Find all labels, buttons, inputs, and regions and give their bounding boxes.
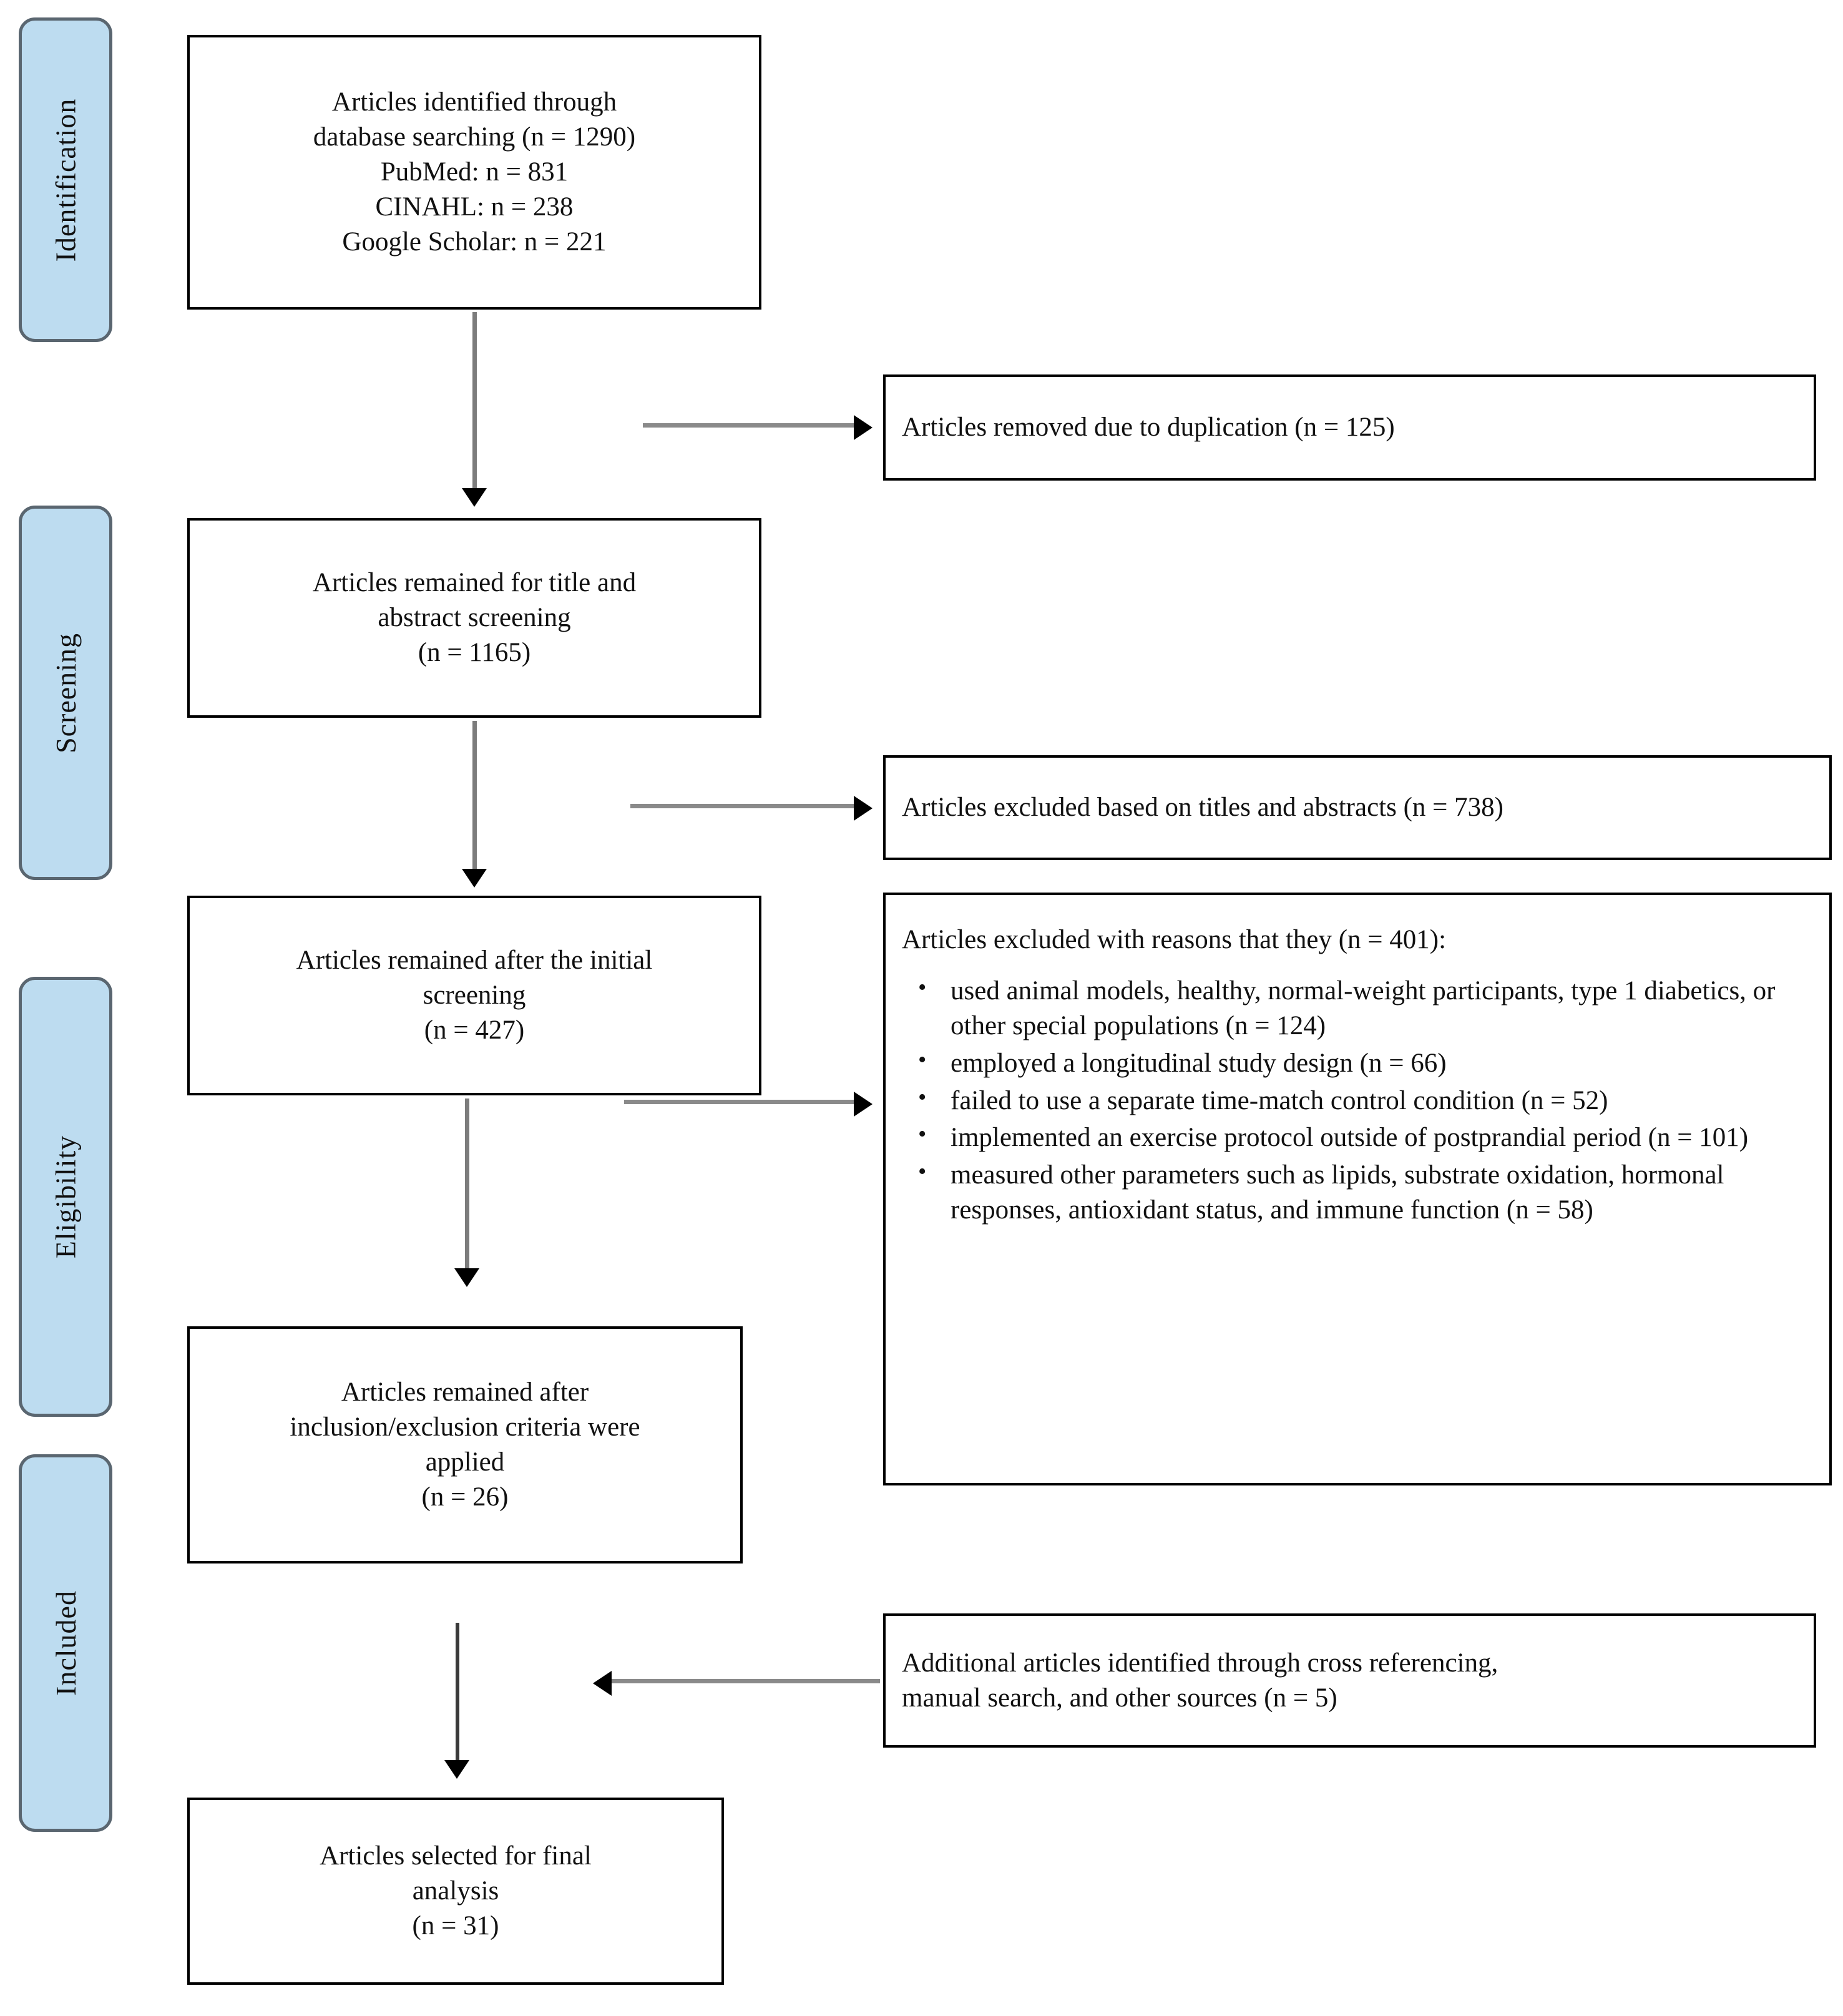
box-excluded-titles-abstracts: Articles excluded based on titles and ab… [883, 755, 1832, 860]
box-additional-articles: Additional articles identified through c… [883, 1613, 1816, 1748]
box-after-criteria-applied: Articles remained after inclusion/exclus… [187, 1326, 743, 1563]
stage-label-screening: Screening [49, 632, 82, 753]
connector-additional-into-flow [612, 1679, 880, 1683]
arrowhead-down-to-screening [462, 488, 487, 507]
arrowhead-down-to-final [444, 1760, 469, 1779]
arrowhead-right-to-duplicates [854, 415, 873, 440]
exclusion-reasons-list: used animal models, healthy, normal-weig… [886, 972, 1829, 1230]
box-title-abstract-screening: Articles remained for title and abstract… [187, 518, 761, 718]
connector-to-excluded-reasons [624, 1100, 858, 1104]
connector-initial-to-criteria [465, 1099, 469, 1273]
stage-label-included: Included [49, 1590, 82, 1696]
stage-included: Included [19, 1454, 112, 1832]
arrowhead-right-to-excluded-reasons [854, 1092, 873, 1117]
box-final-analysis-text: Articles selected for final analysis (n … [320, 1841, 592, 1940]
stage-identification: Identification [19, 17, 112, 342]
box-after-initial-screening-text: Articles remained after the initial scre… [296, 946, 653, 1045]
connector-to-duplicates-removed [643, 423, 858, 428]
box-duplicates-removed: Articles removed due to duplication (n =… [883, 374, 1816, 481]
stage-label-identification: Identification [49, 98, 82, 262]
box-duplicates-removed-text: Articles removed due to duplication (n =… [902, 413, 1395, 443]
box-final-analysis: Articles selected for final analysis (n … [187, 1798, 724, 1985]
connector-screening-to-initial [472, 721, 477, 874]
list-item: measured other parameters such as lipids… [918, 1157, 1813, 1228]
box-additional-articles-text: Additional articles identified through c… [902, 1648, 1498, 1713]
box-articles-identified-text: Articles identified through database sea… [313, 87, 636, 257]
box-after-initial-screening: Articles remained after the initial scre… [187, 896, 761, 1095]
stage-label-eligibility: Eligibility [49, 1135, 82, 1259]
arrowhead-down-to-initial [462, 869, 487, 888]
connector-to-excluded-titles [630, 804, 858, 808]
box-articles-identified: Articles identified through database sea… [187, 35, 761, 310]
connector-identified-to-screening [472, 312, 477, 493]
box-excluded-with-reasons: Articles excluded with reasons that they… [883, 893, 1832, 1485]
stage-eligibility: Eligibility [19, 977, 112, 1417]
list-item: failed to use a separate time-match cont… [918, 1082, 1813, 1118]
stage-screening: Screening [19, 506, 112, 880]
arrowhead-left-into-flow [593, 1671, 612, 1696]
list-item: used animal models, healthy, normal-weig… [918, 972, 1813, 1044]
arrowhead-right-to-excluded-titles [854, 796, 873, 821]
list-item: employed a longitudinal study design (n … [918, 1045, 1813, 1081]
box-after-criteria-applied-text: Articles remained after inclusion/exclus… [290, 1377, 640, 1512]
box-excluded-titles-abstracts-text: Articles excluded based on titles and ab… [902, 793, 1503, 823]
connector-criteria-to-final [456, 1623, 459, 1769]
box-excluded-with-reasons-heading: Articles excluded with reasons that they… [902, 925, 1447, 954]
box-title-abstract-screening-text: Articles remained for title and abstract… [312, 568, 637, 667]
list-item: implemented an exercise protocol outside… [918, 1119, 1813, 1155]
arrowhead-down-to-criteria [454, 1268, 479, 1287]
